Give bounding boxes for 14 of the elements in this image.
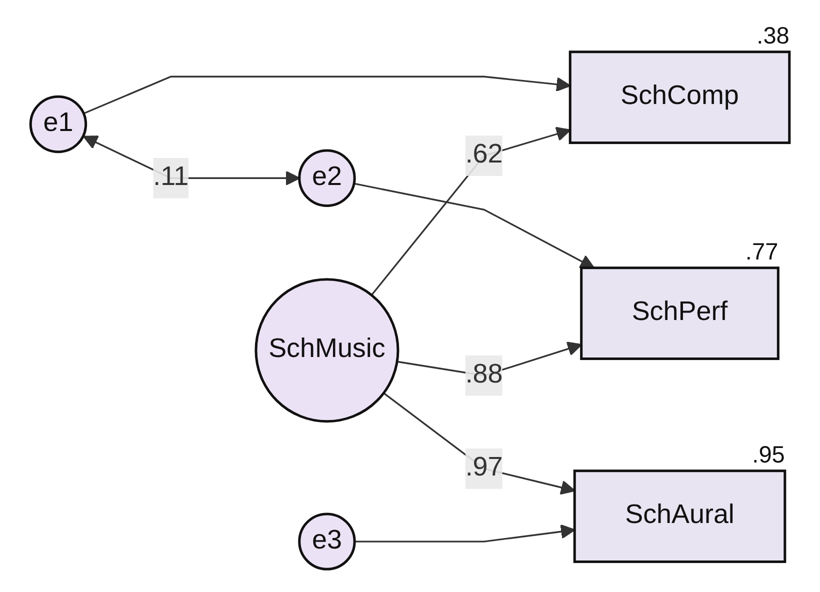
node-caption: .38 bbox=[756, 22, 790, 48]
variable-box: SchComp bbox=[568, 50, 791, 144]
edge-label: .62 bbox=[465, 136, 503, 176]
variable-circle: SchMusic bbox=[254, 278, 400, 423]
node-caption: .77 bbox=[745, 238, 778, 264]
variable-box: SchAural bbox=[573, 470, 786, 564]
variable-circle: e1 bbox=[29, 95, 88, 154]
variable-box: SchPerf bbox=[580, 266, 780, 360]
edge-label: .11 bbox=[153, 158, 189, 198]
variable-circle: e2 bbox=[298, 149, 356, 208]
variable-circle: e3 bbox=[298, 512, 356, 570]
edge-label: .97 bbox=[465, 448, 503, 489]
node-caption: .95 bbox=[752, 441, 785, 468]
edge-label: .88 bbox=[465, 355, 503, 396]
